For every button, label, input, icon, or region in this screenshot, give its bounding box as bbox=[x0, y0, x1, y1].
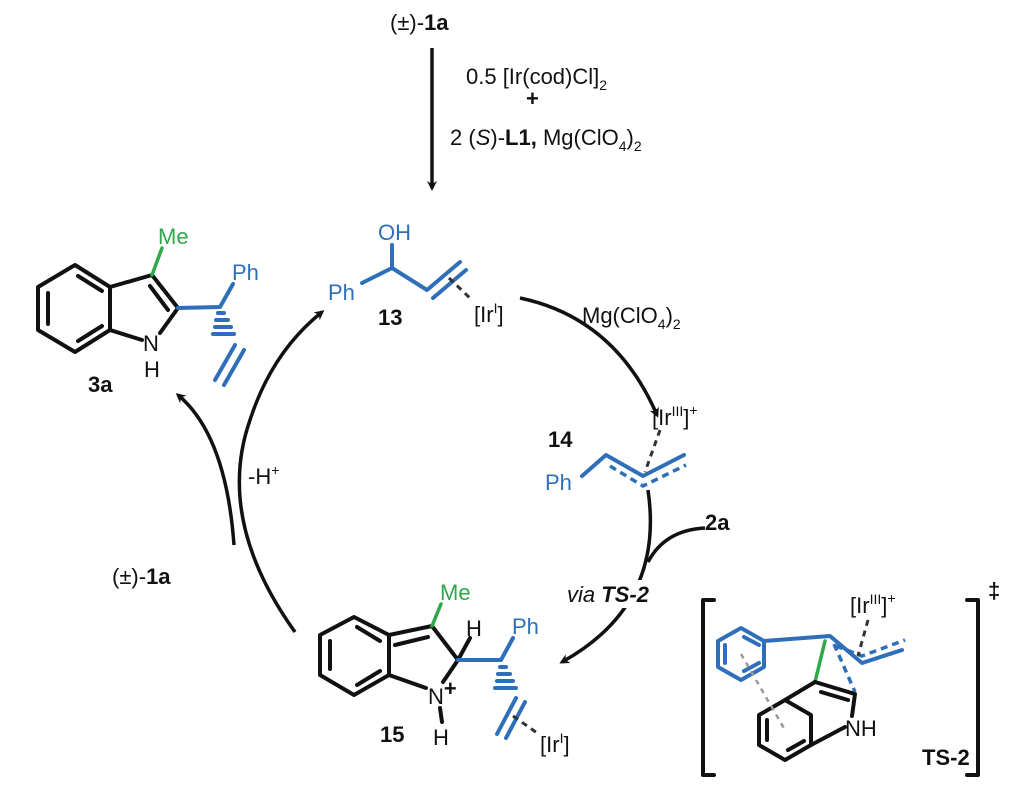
deprotonation-label: -H+ bbox=[248, 462, 279, 489]
nitrogen-label: N bbox=[143, 331, 159, 356]
nh-hydrogen-label: H bbox=[433, 725, 449, 750]
arrow-15-to-13 bbox=[237, 310, 325, 634]
compound-14: 14 [IrIII]+ Ph bbox=[545, 402, 698, 495]
compound-label-14: 14 bbox=[548, 427, 573, 452]
arrow-13-to-14 bbox=[519, 296, 659, 418]
iminium-nitrogen-label: N+ bbox=[428, 676, 457, 709]
compound-label-3a: 3a bbox=[88, 372, 113, 397]
compound-15: Me H Ph [IrI] N+ H 15 bbox=[318, 580, 570, 757]
via-ts2-label: via TS-2 bbox=[567, 582, 650, 607]
condition-ligand: 2 (S)-L1, Mg(ClO4)2 bbox=[450, 125, 642, 154]
ts-dagger: ‡ bbox=[988, 578, 1000, 603]
compound-3a: Me Ph N H 3a bbox=[36, 224, 259, 397]
iridium-iii-label: [IrIII]+ bbox=[850, 590, 896, 618]
condition-catalyst: 0.5 [Ir(cod)Cl]2 bbox=[466, 64, 607, 93]
methyl-label: Me bbox=[440, 580, 471, 605]
iridium-i-label: [IrI] bbox=[474, 300, 504, 327]
compound-13: Ph OH [IrI] 13 bbox=[328, 220, 504, 330]
reagent-2a-label: 2a bbox=[705, 510, 730, 535]
condition-plus: + bbox=[526, 86, 539, 111]
compound-label-15: 15 bbox=[380, 722, 404, 747]
top-reagent: (±)-1a bbox=[390, 10, 449, 35]
mg-reagent-label: Mg(ClO4)2 bbox=[582, 303, 681, 332]
arrow-14-to-15 bbox=[559, 489, 653, 664]
left-reagent-label: (±)-1a bbox=[112, 564, 171, 589]
phenyl-label: Ph bbox=[545, 470, 572, 495]
compound-label-13: 13 bbox=[378, 305, 402, 330]
phenyl-label: Ph bbox=[232, 260, 259, 285]
phenyl-label: Ph bbox=[512, 614, 539, 639]
iridium-i-label: [IrI] bbox=[540, 730, 570, 757]
phenyl-label: Ph bbox=[328, 280, 355, 305]
arrow-to-3a bbox=[175, 393, 236, 546]
methyl-label: Me bbox=[158, 224, 189, 249]
nh-hydrogen-label: H bbox=[144, 357, 160, 382]
hydroxyl-label: OH bbox=[378, 220, 411, 245]
indole-nh-label: NH bbox=[845, 716, 877, 741]
arrow-2a-entry bbox=[646, 526, 706, 563]
iridium-iii-label: [IrIII]+ bbox=[652, 402, 698, 430]
ts2-label: TS-2 bbox=[922, 745, 970, 770]
c2-hydrogen-label: H bbox=[466, 616, 482, 641]
transition-state-ts2: ‡ [IrIII]+ NH TS-2 bbox=[701, 578, 1000, 777]
